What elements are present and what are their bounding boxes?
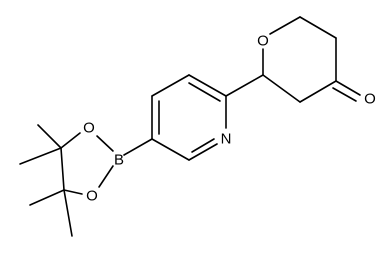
bond-c2-thp	[225, 74, 264, 97]
bond-c6-n1-inner	[191, 138, 215, 153]
bond-c5-c6	[151, 138, 190, 161]
pyridine-ring	[151, 74, 227, 161]
bond-ketone-1	[335, 80, 361, 96]
atom-label-ring-oxygen: O	[257, 33, 269, 50]
bond-c4-c3	[299, 80, 337, 103]
bond-me-1	[37, 124, 62, 149]
bond-c3-c4	[151, 74, 190, 97]
bond-o-top-c	[60, 132, 81, 149]
bond-b-o-top	[96, 135, 114, 152]
bond-b-o-bottom	[98, 165, 114, 188]
bond-o-bottom-c	[63, 189, 83, 195]
pinacol-boronate	[19, 124, 153, 237]
bond-c-c	[60, 147, 65, 191]
atom-label-boron: B	[114, 152, 124, 169]
bond-me-2	[19, 147, 62, 165]
bond-c5-b	[123, 138, 153, 156]
bond-ketone-2	[332, 87, 357, 102]
bond-c6-n1	[188, 143, 218, 161]
pyranone-ring	[225, 16, 361, 103]
bond-c3-c2	[262, 74, 301, 103]
bond-c2-c3	[188, 74, 227, 97]
bond-c6-c5	[299, 16, 337, 39]
bond-me-3	[29, 189, 65, 206]
atom-label-pinacol-oxygen-top: O	[83, 120, 95, 137]
atom-label-pyridine-nitrogen: N	[221, 131, 232, 148]
bond-me-4	[63, 189, 73, 237]
atom-label-ketone-oxygen: O	[364, 91, 376, 108]
atom-label-pinacol-oxygen-bottom: O	[86, 188, 98, 205]
bond-o-c6	[269, 16, 301, 35]
bond-c2-c3-inner	[188, 82, 221, 102]
